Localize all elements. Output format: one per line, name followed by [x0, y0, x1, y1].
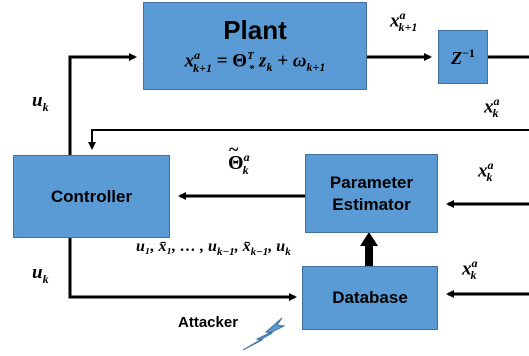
label-database-input-state: xak	[462, 256, 478, 283]
controller-label: Controller	[50, 186, 133, 206]
label-plant-output-state: xak+1	[390, 8, 418, 35]
database-label: Database	[332, 288, 408, 307]
delay-block: Z−1	[438, 30, 488, 84]
plant-eq-x: x	[184, 50, 195, 72]
delay-label: Z−1	[451, 45, 475, 68]
label-control-input-upper: uk	[32, 90, 49, 114]
label-estimator-input-state: xak	[478, 158, 494, 185]
attacker-lightning-icon	[242, 317, 286, 351]
controller-block: Controller	[13, 155, 170, 238]
plant-eq-z: z	[259, 50, 267, 72]
feedback-wire	[88, 129, 529, 150]
estimator-label-line2: Estimator	[332, 194, 411, 214]
label-delayed-state: xak	[484, 94, 500, 121]
label-control-input-lower: uk	[32, 262, 49, 286]
controller-to-plant-wire	[68, 53, 137, 155]
estimator-block: Parameter Estimator	[305, 154, 438, 233]
plant-equation: xak+1 = ΘT* zk + ωk+1	[184, 48, 326, 75]
label-database-history: u₁, x̄₁, … , uk−1, x̄k−1, uk	[136, 238, 291, 259]
controller-to-database-wire	[68, 238, 297, 301]
estimator-label-line1: Parameter	[329, 172, 414, 192]
plant-eq-omega: + ω	[277, 50, 307, 72]
plant-block: Plant xak+1 = ΘT* zk + ωk+1	[143, 2, 367, 90]
plant-title: Plant	[223, 15, 287, 46]
database-to-estimator-arrowhead	[360, 232, 378, 246]
plant-eq-theta: = Θ	[216, 50, 248, 72]
database-block: Database	[302, 266, 438, 330]
label-estimated-parameter: ~ Θ ak	[228, 138, 250, 177]
attacker-label: Attacker	[178, 314, 239, 331]
